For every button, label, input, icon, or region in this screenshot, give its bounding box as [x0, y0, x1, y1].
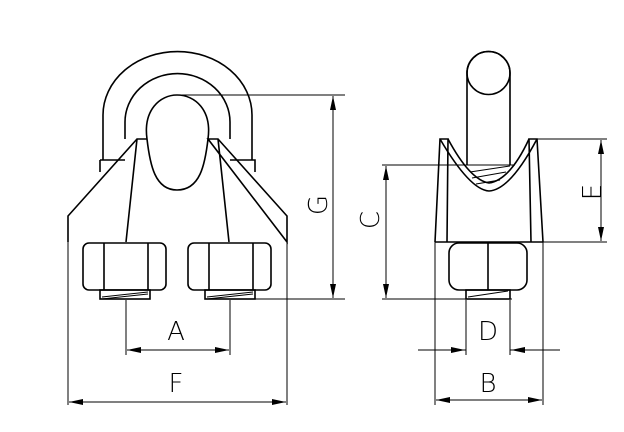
u-bolt-inner: [124, 72, 231, 139]
saddle-side: [434, 138, 544, 243]
left-nut: [82, 242, 167, 291]
front-view: [67, 50, 288, 300]
saddle-loop: [145, 94, 210, 191]
right-nut: [187, 242, 272, 291]
label-a: A: [167, 317, 185, 347]
thread-stubs: [99, 289, 256, 300]
label-f: F: [169, 369, 184, 399]
saddle-edges: [125, 138, 230, 243]
rod: [466, 50, 511, 165]
side-view: [434, 50, 544, 300]
label-e: E: [578, 184, 608, 200]
label-c: C: [356, 211, 386, 229]
label-d: D: [478, 317, 498, 347]
side-nut: [448, 242, 528, 291]
saddle-body: [67, 138, 288, 245]
dimensions: A F G C E D B: [67, 94, 608, 405]
u-bolt-collars: [99, 159, 256, 172]
u-bolt-outer: [102, 50, 253, 160]
label-b: B: [479, 369, 496, 399]
label-g: G: [304, 195, 334, 215]
